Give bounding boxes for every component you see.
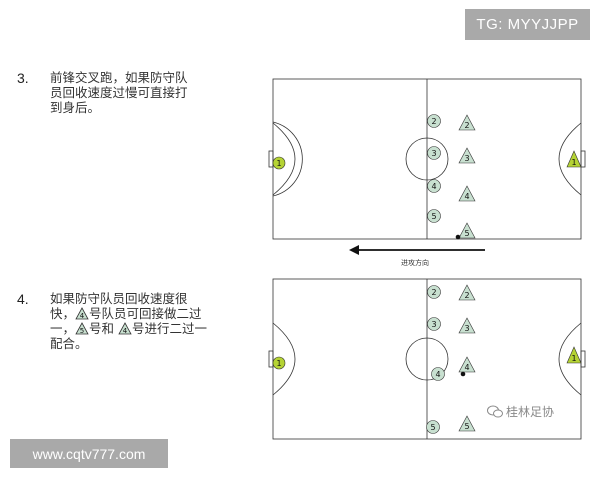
svg-text:5: 5 — [464, 229, 469, 238]
step-3-line-2: 员回收速度过慢可直接打 — [50, 85, 188, 100]
step-3-number: 3. — [17, 70, 29, 86]
svg-text:3: 3 — [464, 324, 469, 333]
right-goal — [580, 350, 586, 368]
svg-text:3: 3 — [431, 149, 436, 158]
step-3-description: 前锋交叉跑，如果防守队 员回收速度过慢可直接打 到身后。 — [50, 70, 230, 115]
step-4-line-3-a: 一， — [50, 321, 76, 336]
right-d-arc — [558, 122, 582, 196]
attacker-3: 3 — [458, 147, 476, 164]
step-4-number: 4. — [17, 291, 29, 307]
svg-text:4: 4 — [464, 363, 469, 372]
attacker-4-triangle-icon-2: 4 — [118, 322, 132, 335]
logo-watermark: 桂林足协 — [487, 403, 554, 420]
center-circle — [405, 137, 449, 181]
svg-text:4: 4 — [464, 192, 469, 201]
svg-text:4: 4 — [431, 182, 436, 191]
defender-3: 3 — [427, 146, 441, 160]
wechat-icon — [487, 405, 503, 418]
step-4-line-2-a: 快， — [50, 306, 76, 321]
defender-5: 5 — [426, 420, 440, 434]
attacker-4: 4 — [458, 185, 476, 202]
svg-text:2: 2 — [464, 121, 469, 130]
svg-text:4: 4 — [123, 327, 128, 335]
attacker-5: 5 — [458, 415, 476, 432]
url-watermark: www.cqtv777.com — [10, 439, 168, 468]
step-3-line-3: 到身后。 — [50, 100, 101, 115]
defender-4: 4 — [427, 179, 441, 193]
right-d-arc — [558, 322, 582, 396]
attacker-5: 5 — [458, 222, 476, 239]
attack-direction-arrow — [349, 245, 485, 255]
logo-text: 桂林足协 — [506, 405, 555, 419]
tg-watermark: TG: MYYJJPP — [465, 9, 590, 40]
left-goal — [268, 350, 274, 368]
attacker-4-triangle-icon: 4 — [75, 307, 89, 320]
svg-text:3: 3 — [464, 154, 469, 163]
defender-3: 3 — [427, 317, 441, 331]
step-4-line-4: 配合。 — [50, 336, 88, 351]
svg-text:1: 1 — [571, 354, 576, 363]
left-d-arc — [272, 122, 296, 196]
step-4-description: 如果防守队员回收速度很 快， 4 号队员可回接做二过 一， 5 号和 4 号进行二过一 配… — [50, 291, 230, 351]
attacker-2: 2 — [458, 114, 476, 131]
attacker-3: 3 — [458, 317, 476, 334]
svg-text:1: 1 — [276, 359, 281, 368]
svg-text:2: 2 — [431, 288, 436, 297]
attacker-4: 4 — [458, 356, 476, 373]
step-4-line-3-b: 号和 — [89, 321, 115, 336]
svg-text:2: 2 — [431, 117, 436, 126]
svg-text:5: 5 — [464, 422, 469, 431]
defender-2: 2 — [427, 114, 441, 128]
ball — [460, 371, 466, 377]
attacker-5-triangle-icon: 5 — [75, 322, 89, 335]
keeper-left: 1 — [272, 356, 286, 370]
svg-text:5: 5 — [80, 327, 84, 335]
svg-text:2: 2 — [464, 291, 469, 300]
svg-text:4: 4 — [435, 370, 440, 379]
left-goal — [268, 150, 274, 168]
left-penalty-arc — [272, 121, 303, 197]
defender-4: 4 — [431, 367, 445, 381]
svg-text:1: 1 — [276, 159, 281, 168]
pitch-diagram-step-4: 1 1 2 3 4 5 2 3 4 5 — [268, 278, 586, 440]
attack-direction-label: 进攻方向 — [401, 258, 429, 267]
keeper-right: 1 — [566, 346, 582, 364]
attacker-2: 2 — [458, 284, 476, 301]
ball — [455, 234, 461, 240]
right-goal — [580, 150, 586, 168]
step-3-line-1: 前锋交叉跑，如果防守队 — [50, 70, 188, 85]
step-4-line-3: 一， 5 号和 4 号进行二过一 — [50, 321, 230, 336]
svg-text:5: 5 — [431, 212, 436, 221]
defender-5: 5 — [427, 209, 441, 223]
step-4-line-1: 如果防守队员回收速度很 — [50, 291, 188, 306]
svg-text:4: 4 — [80, 312, 85, 320]
step-4-line-3-c: 号进行二过一 — [132, 321, 208, 336]
step-4-line-2: 快， 4 号队员可回接做二过 — [50, 306, 230, 321]
step-4-line-2-b: 号队员可回接做二过 — [89, 306, 202, 321]
svg-text:5: 5 — [430, 423, 435, 432]
svg-text:3: 3 — [431, 320, 436, 329]
keeper-left: 1 — [272, 156, 286, 170]
center-circle — [405, 337, 449, 381]
pitch-diagram-step-3: 1 1 2 3 4 5 2 3 4 5 进攻方向 — [268, 78, 586, 267]
keeper-right: 1 — [566, 150, 582, 168]
defender-2: 2 — [427, 285, 441, 299]
svg-text:1: 1 — [571, 158, 576, 167]
left-d-arc — [272, 322, 296, 396]
